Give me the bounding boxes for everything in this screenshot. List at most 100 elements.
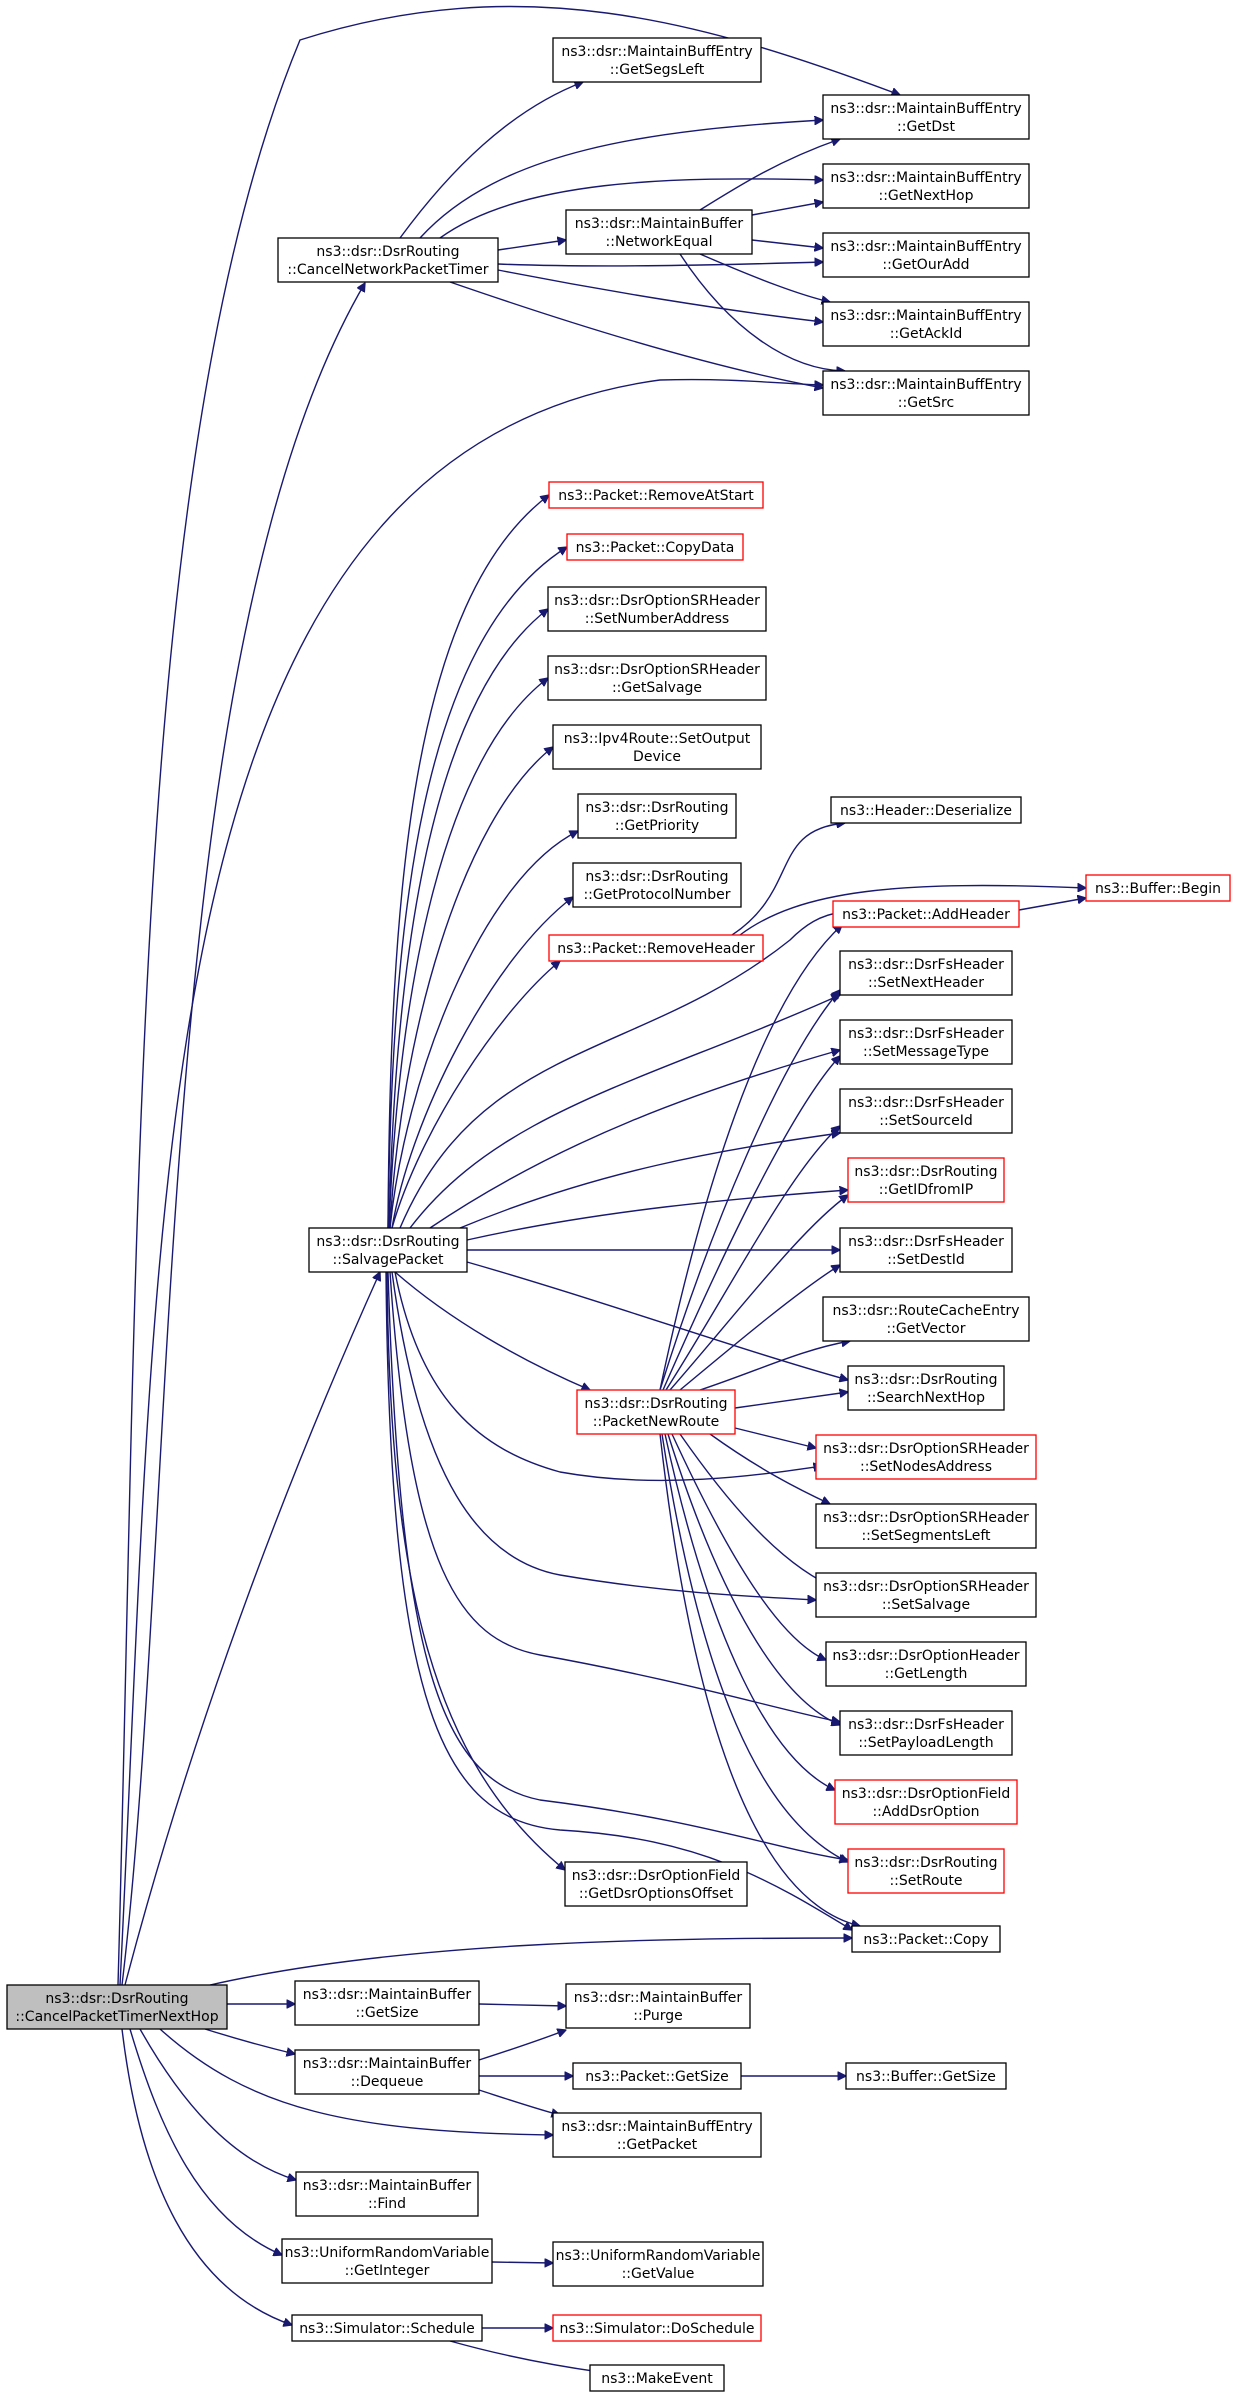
node-getvector[interactable]: ns3::dsr::RouteCacheEntry::GetVector: [822, 1296, 1030, 1342]
node-label-line: ns3::Packet::GetSize: [585, 2069, 728, 2085]
node-getackid[interactable]: ns3::dsr::MaintainBuffEntry::GetAckId: [822, 301, 1030, 347]
node-setpayloadlength[interactable]: ns3::dsr::DsrFsHeader::SetPayloadLength: [839, 1710, 1013, 1756]
edge-root-to-getdst: [117, 5, 900, 1986]
node-getsrc[interactable]: ns3::dsr::MaintainBuffEntry::GetSrc: [822, 370, 1030, 416]
node-deserialize[interactable]: ns3::Header::Deserialize: [830, 796, 1022, 824]
edge-addheader-to-bufferbegin: [1018, 898, 1086, 911]
node-label-line: ns3::Header::Deserialize: [840, 803, 1012, 819]
node-copydata[interactable]: ns3::Packet::CopyData: [566, 533, 744, 561]
node-label-line: ns3::dsr::MaintainBuffEntry: [561, 2119, 752, 2135]
node-box: [832, 900, 1020, 928]
edge-removeheader-to-deserialize: [731, 823, 845, 936]
node-getinteger[interactable]: ns3::UniformRandomVariable::GetInteger: [281, 2238, 493, 2284]
node-setsourceid[interactable]: ns3::dsr::DsrFsHeader::SetSourceId: [839, 1088, 1013, 1134]
node-box: [822, 1296, 1030, 1342]
node-label-line: ns3::Packet::RemoveAtStart: [558, 488, 754, 504]
edge-salvagepacket-to-packetcopy: [385, 1271, 852, 1930]
node-searchnexthop[interactable]: ns3::dsr::DsrRouting::SearchNextHop: [847, 1365, 1005, 1411]
node-box: [295, 2171, 479, 2217]
node-box: [294, 1980, 480, 2026]
node-getvalue[interactable]: ns3::UniformRandomVariable::GetValue: [552, 2241, 764, 2287]
node-mbgetsize[interactable]: ns3::dsr::MaintainBuffer::GetSize: [294, 1980, 480, 2026]
node-box: [825, 1641, 1027, 1687]
node-getprotocolnumber[interactable]: ns3::dsr::DsrRouting::GetProtocolNumber: [572, 862, 742, 908]
node-dequeue[interactable]: ns3::dsr::MaintainBuffer::Dequeue: [294, 2049, 480, 2095]
node-getpacket[interactable]: ns3::dsr::MaintainBuffEntry::GetPacket: [552, 2112, 762, 2158]
node-setdestid[interactable]: ns3::dsr::DsrFsHeader::SetDestId: [839, 1227, 1013, 1273]
node-getidfromip[interactable]: ns3::dsr::DsrRouting::GetIDfromIP: [847, 1157, 1005, 1203]
edge-networkequal-to-getsrc: [679, 253, 845, 371]
node-adddsroption[interactable]: ns3::dsr::DsrOptionField::AddDsrOption: [834, 1779, 1018, 1825]
node-setroute[interactable]: ns3::dsr::DsrRouting::SetRoute: [847, 1848, 1005, 1894]
node-purge[interactable]: ns3::dsr::MaintainBuffer::Purge: [565, 1983, 751, 2029]
node-box: [547, 655, 767, 701]
node-setnodesaddress[interactable]: ns3::dsr::DsrOptionSRHeader::SetNodesAdd…: [815, 1434, 1037, 1480]
node-find[interactable]: ns3::dsr::MaintainBuffer::Find: [295, 2171, 479, 2217]
node-packetnewroute[interactable]: ns3::dsr::DsrRouting::PacketNewRoute: [576, 1389, 736, 1435]
node-box: [845, 2062, 1007, 2090]
node-setnumberaddress[interactable]: ns3::dsr::DsrOptionSRHeader::SetNumberAd…: [547, 586, 767, 632]
node-label-line: ::GetAckId: [890, 326, 963, 342]
node-cnpt[interactable]: ns3::dsr::DsrRouting::CancelNetworkPacke…: [277, 237, 499, 283]
node-box: [308, 1227, 468, 1273]
node-getsalvage[interactable]: ns3::dsr::DsrOptionSRHeader::GetSalvage: [547, 655, 767, 701]
node-doschedule[interactable]: ns3::Simulator::DoSchedule: [552, 2314, 762, 2342]
node-setmessagetype[interactable]: ns3::dsr::DsrFsHeader::SetMessageType: [839, 1019, 1013, 1065]
node-label-line: ns3::dsr::DsrRouting: [316, 244, 459, 260]
node-salvagepacket[interactable]: ns3::dsr::DsrRouting::SalvagePacket: [308, 1227, 468, 1273]
node-setsegmentsleft[interactable]: ns3::dsr::DsrOptionSRHeader::SetSegments…: [815, 1503, 1037, 1549]
node-setnextheader[interactable]: ns3::dsr::DsrFsHeader::SetNextHeader: [839, 950, 1013, 996]
edge-salvagepacket-to-setnumberaddress: [388, 609, 548, 1229]
node-packetcopy[interactable]: ns3::Packet::Copy: [851, 1925, 1001, 1953]
node-box: [552, 2314, 762, 2342]
node-setsalvage[interactable]: ns3::dsr::DsrOptionSRHeader::SetSalvage: [815, 1572, 1037, 1618]
node-makeevent[interactable]: ns3::MakeEvent: [589, 2364, 725, 2392]
node-box: [847, 1848, 1005, 1894]
edge-root-to-schedule: [121, 2028, 292, 2325]
edge-packetnewroute-to-setnextheader: [659, 990, 840, 1391]
node-networkequal[interactable]: ns3::dsr::MaintainBuffer::NetworkEqual: [565, 209, 753, 255]
node-label-line: ns3::dsr::MaintainBuffEntry: [561, 44, 752, 60]
edge-root-to-find: [139, 2028, 296, 2180]
node-box: [830, 796, 1022, 824]
edge-packetnewroute-to-setsegmentsleft: [709, 1433, 830, 1504]
node-removeheader[interactable]: ns3::Packet::RemoveHeader: [548, 934, 764, 962]
node-buffergetsize[interactable]: ns3::Buffer::GetSize: [845, 2062, 1007, 2090]
node-schedule[interactable]: ns3::Simulator::Schedule: [291, 2314, 483, 2342]
node-getnexthop[interactable]: ns3::dsr::MaintainBuffEntry::GetNextHop: [822, 163, 1030, 209]
node-label-line: ::SalvagePacket: [333, 1252, 444, 1268]
node-removeatstart[interactable]: ns3::Packet::RemoveAtStart: [548, 481, 764, 509]
node-box: [294, 2049, 480, 2095]
node-label-line: ns3::Packet::AddHeader: [842, 907, 1010, 923]
node-box: [839, 1019, 1013, 1065]
node-box: [822, 94, 1030, 140]
node-bufferbegin[interactable]: ns3::Buffer::Begin: [1085, 874, 1231, 902]
node-label-line: ns3::dsr::MaintainBuffer: [303, 2178, 472, 2194]
node-getlength[interactable]: ns3::dsr::DsrOptionHeader::GetLength: [825, 1641, 1027, 1687]
node-segsleft[interactable]: ns3::dsr::MaintainBuffEntry::GetSegsLeft: [552, 37, 762, 83]
node-label-line: ::GetVector: [887, 1321, 966, 1337]
node-label-line: ::CancelPacketTimerNextHop: [15, 2009, 218, 2025]
edge-removeheader-to-bufferbegin: [739, 885, 1086, 936]
edge-salvagepacket-to-setsourceid: [459, 1133, 840, 1229]
node-addheader[interactable]: ns3::Packet::AddHeader: [832, 900, 1020, 928]
node-root[interactable]: ns3::dsr::DsrRouting::CancelPacketTimerN…: [6, 1984, 228, 2030]
node-getdst[interactable]: ns3::dsr::MaintainBuffEntry::GetDst: [822, 94, 1030, 140]
node-label-line: ns3::dsr::DsrFsHeader: [848, 1095, 1004, 1111]
node-label-line: ::SetDestId: [887, 1252, 965, 1268]
node-label-line: ns3::dsr::MaintainBuffer: [575, 216, 744, 232]
node-label-line: ns3::Buffer::Begin: [1095, 881, 1221, 897]
node-getpriority[interactable]: ns3::dsr::DsrRouting::GetPriority: [577, 793, 737, 839]
node-getouradd[interactable]: ns3::dsr::MaintainBuffEntry::GetOurAdd: [822, 232, 1030, 278]
node-label-line: ::Find: [368, 2196, 406, 2212]
edge-networkequal-to-getnexthop: [751, 202, 823, 216]
node-box: [552, 2112, 762, 2158]
edge-packetnewroute-to-packetcopy: [659, 1433, 860, 1926]
node-box: [564, 1861, 748, 1907]
node-label-line: ns3::dsr::DsrOptionSRHeader: [823, 1510, 1029, 1526]
node-getdsroptionsoffset[interactable]: ns3::dsr::DsrOptionField::GetDsrOptionsO…: [564, 1861, 748, 1907]
node-packetgetsize[interactable]: ns3::Packet::GetSize: [572, 2062, 742, 2090]
node-box: [281, 2238, 493, 2284]
edge-salvagepacket-to-removeheader: [391, 961, 560, 1229]
